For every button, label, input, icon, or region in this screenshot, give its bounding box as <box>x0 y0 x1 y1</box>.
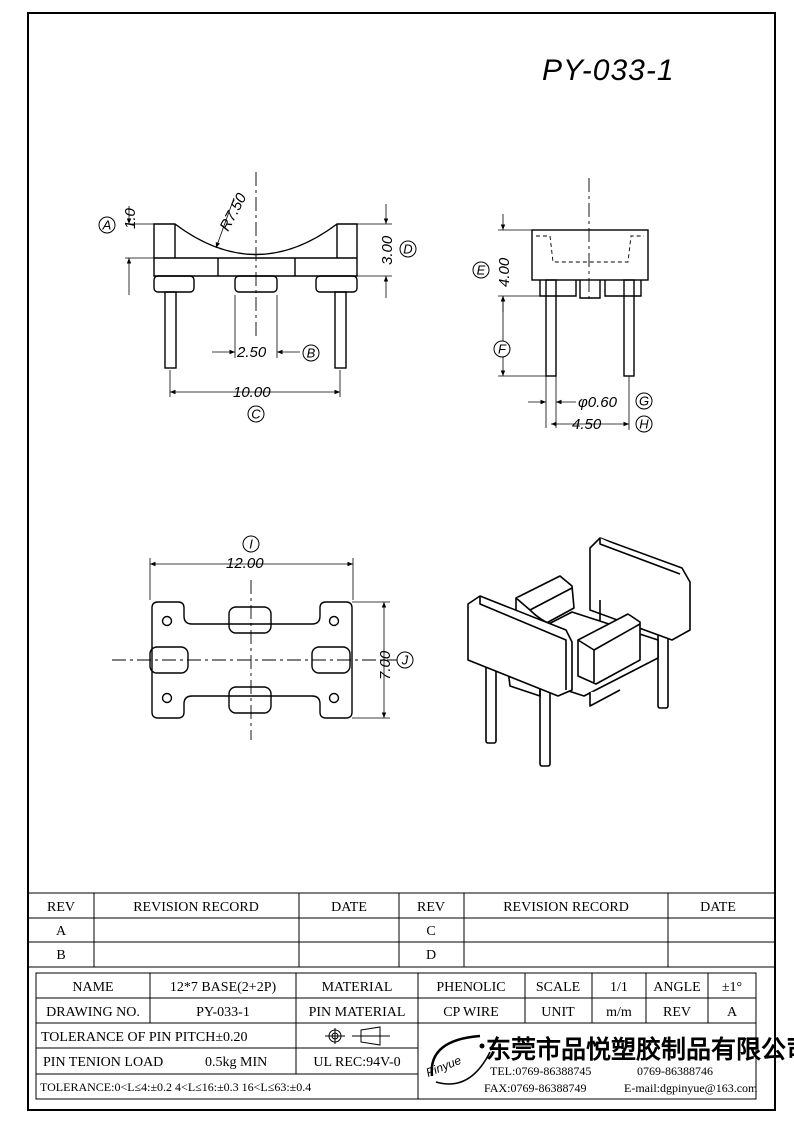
side-view <box>498 178 649 430</box>
bottom-view <box>112 558 410 740</box>
scale-value: 1/1 <box>610 980 628 995</box>
svg-text:D: D <box>403 242 412 257</box>
title-block <box>35 972 757 1100</box>
rev-row-c: C <box>426 924 435 939</box>
material-value: PHENOLIC <box>436 980 505 995</box>
rev-header-1: REV <box>47 900 75 915</box>
geometric-tolerance-symbols <box>325 1026 390 1046</box>
svg-text:H: H <box>639 417 649 432</box>
rev-row-b: B <box>56 948 65 963</box>
callout-e: E <box>472 261 490 279</box>
callout-c: C <box>247 405 265 423</box>
callout-d: D <box>399 240 417 258</box>
rev-row-a: A <box>56 924 67 939</box>
dim-d-value: 3.00 <box>379 235 396 265</box>
dim-j-value: 7.00 <box>377 650 394 680</box>
svg-text:G: G <box>639 394 649 409</box>
revision-record-header-1: REVISION RECORD <box>133 900 259 915</box>
drawing-no-value: PY-033-1 <box>196 1005 250 1020</box>
revision-table <box>27 892 776 968</box>
pin-material-value: CP WIRE <box>443 1005 499 1020</box>
dim-radius-value: R7.50 <box>217 190 251 234</box>
company-tel-2: 0769-86388746 <box>637 1064 713 1078</box>
pin-material-label: PIN MATERIAL <box>309 1005 406 1020</box>
dim-g-value: φ0.60 <box>578 394 618 411</box>
date-header-1: DATE <box>331 900 367 915</box>
svg-text:E: E <box>477 263 486 278</box>
front-view <box>125 172 392 397</box>
dim-h-value: 4.50 <box>572 416 602 433</box>
unit-value: m/m <box>606 1005 632 1020</box>
svg-text:I: I <box>249 537 253 552</box>
drawing-no-label: DRAWING NO. <box>46 1005 140 1020</box>
angle-value: ±1° <box>722 980 742 995</box>
company-fax: FAX:0769-86388749 <box>484 1081 586 1095</box>
svg-text:Pinyue: Pinyue <box>424 1053 464 1080</box>
material-label: MATERIAL <box>322 980 393 995</box>
tolerance-general: TOLERANCE:0<L≤4:±0.2 4<L≤16:±0.3 16<L≤63… <box>40 1080 311 1094</box>
company-email: E-mail:dgpinyue@163.com <box>624 1081 758 1095</box>
scale-label: SCALE <box>536 980 580 995</box>
unit-label: UNIT <box>541 1005 575 1020</box>
svg-text:J: J <box>401 653 409 668</box>
callout-a: A <box>98 216 116 234</box>
rev-row-d: D <box>426 948 436 963</box>
dim-c-value: 10.00 <box>233 384 271 401</box>
svg-text:C: C <box>251 407 261 422</box>
angle-label: ANGLE <box>653 980 700 995</box>
callout-b: B <box>302 344 320 362</box>
isometric-view <box>467 537 691 767</box>
svg-text:F: F <box>498 342 507 357</box>
ul-rec: UL REC:94V-0 <box>313 1055 400 1070</box>
rev-value: A <box>727 1005 738 1020</box>
revision-record-header-2: REVISION RECORD <box>503 900 629 915</box>
rev-header-2: REV <box>417 900 445 915</box>
company-logo: Pinyue <box>424 1034 491 1085</box>
company-name: 东莞市品悦塑胶制品有限公司 <box>486 1035 794 1064</box>
name-value: 12*7 BASE(2+2P) <box>170 980 277 995</box>
callout-j: J <box>396 651 414 669</box>
callout-f: F <box>493 340 511 358</box>
date-header-2: DATE <box>700 900 736 915</box>
svg-text:A: A <box>102 218 112 233</box>
company-tel: TEL:0769-86388745 <box>490 1064 591 1078</box>
callout-h: H <box>635 415 653 433</box>
dim-e-value: 4.00 <box>496 257 513 287</box>
sheet-border <box>27 12 776 1111</box>
dim-i-value: 12.00 <box>226 555 264 572</box>
revision-table-text: REV REVISION RECORD DATE REV REVISION RE… <box>47 900 736 963</box>
callout-g: G <box>635 392 653 410</box>
pin-tension-value: 0.5kg MIN <box>205 1055 267 1070</box>
pin-tension-label: PIN TENION LOAD <box>43 1055 163 1070</box>
tolerance-pitch: TOLERANCE OF PIN PITCH±0.20 <box>41 1030 248 1045</box>
name-label: NAME <box>72 980 113 995</box>
svg-text:B: B <box>307 346 316 361</box>
dim-b-value: 2.50 <box>236 344 267 361</box>
callout-i: I <box>242 535 260 553</box>
dim-a-value: 1.0 <box>122 207 139 229</box>
rev-label: REV <box>663 1005 691 1020</box>
drawing-title: PY-033-1 <box>542 54 675 87</box>
